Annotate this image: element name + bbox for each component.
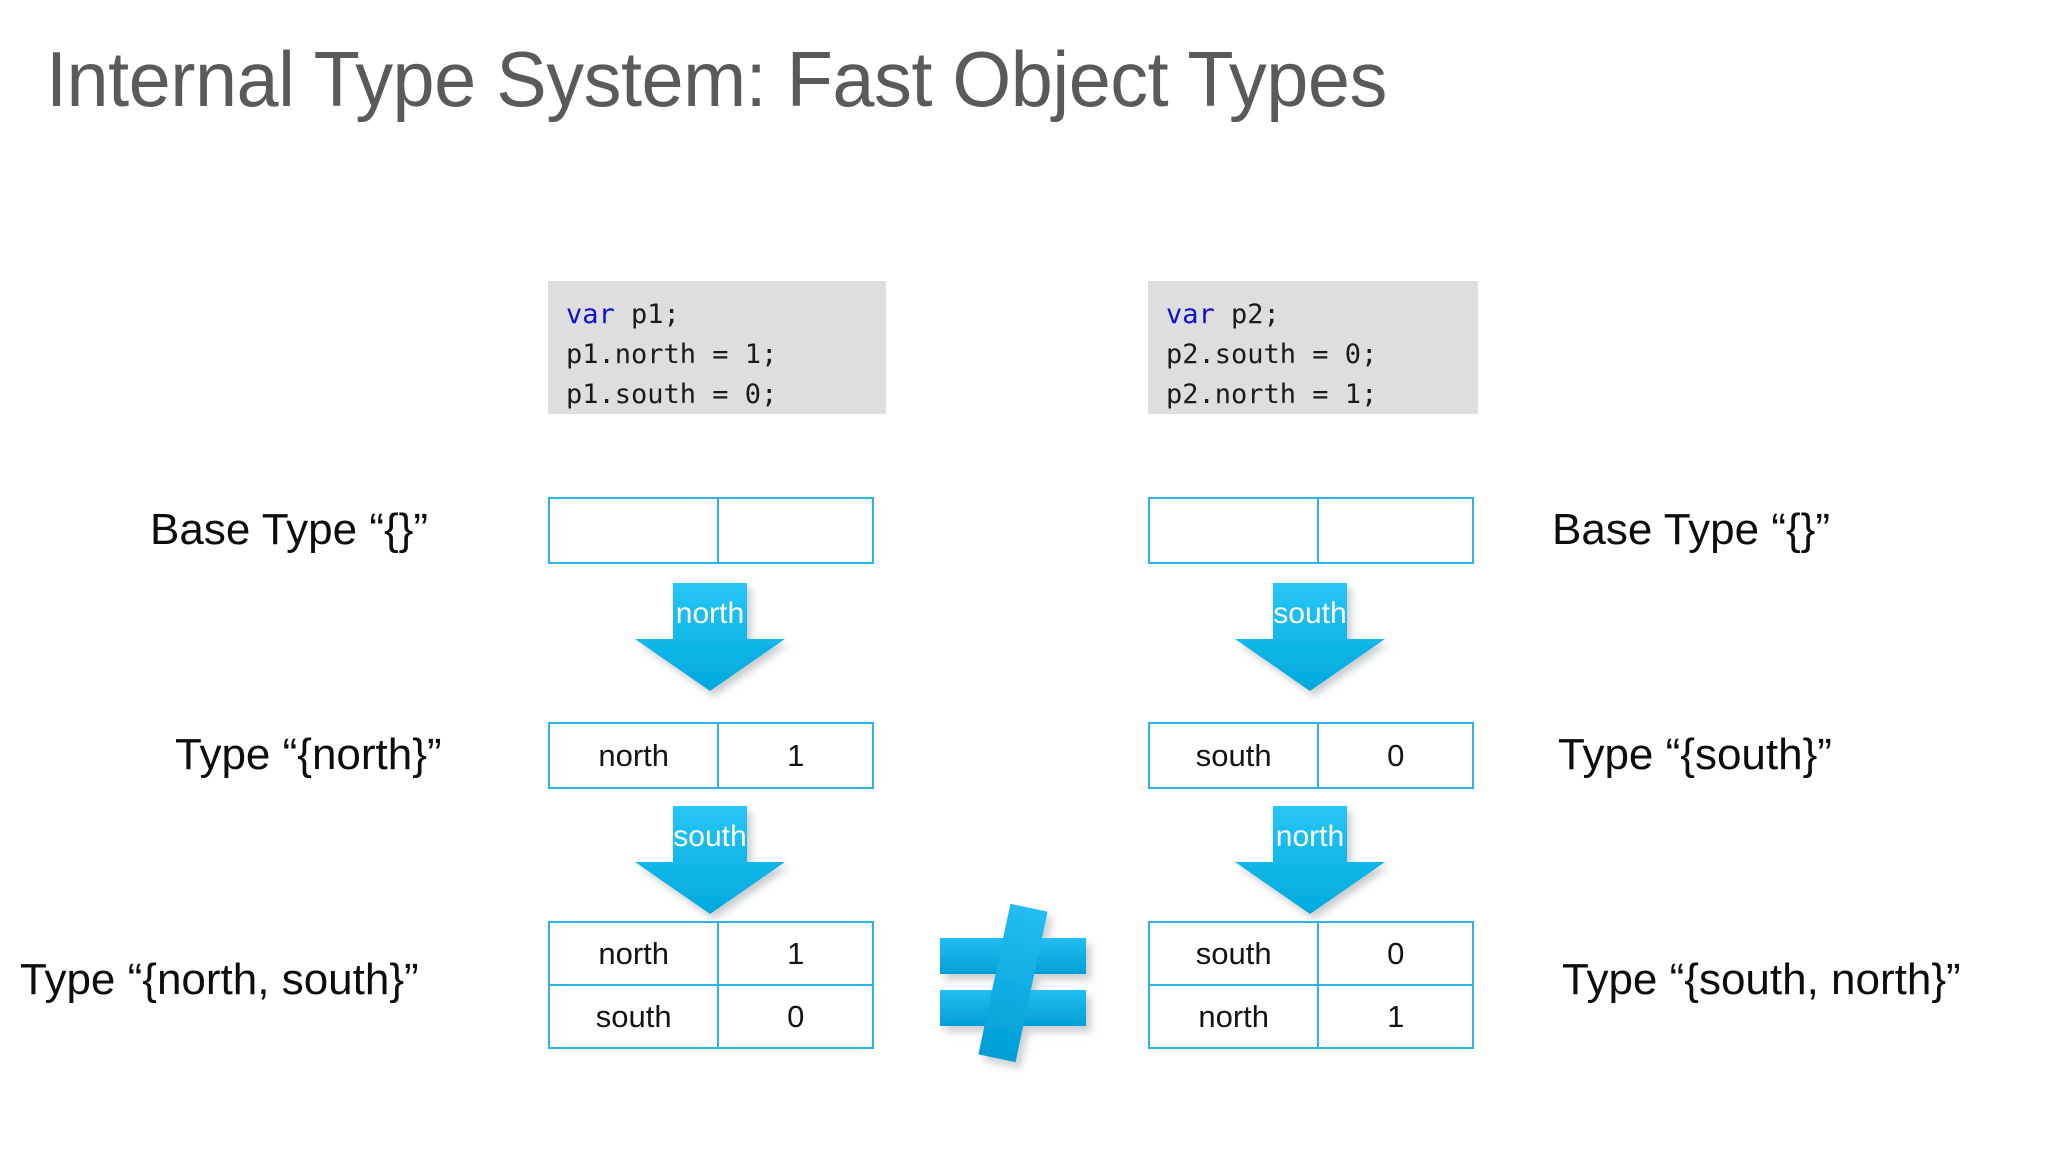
table-cell-key: south <box>1195 737 1272 773</box>
arrow-shape <box>1235 806 1385 914</box>
transition-arrow-right-south: south <box>1235 583 1385 691</box>
table-cell-value: 1 <box>717 923 872 984</box>
table-row: north 1 <box>550 923 872 984</box>
code-right-line1-rest: p2; <box>1214 299 1280 330</box>
object-table-left-one: north 1 <box>548 722 874 789</box>
table-cell-value: 1 <box>717 724 872 787</box>
code-block-right: var p2; p2.south = 0; p2.north = 1; <box>1148 281 1478 414</box>
transition-arrow-right-north: north <box>1235 806 1385 914</box>
code-left-line3: p1.south = 0; <box>566 379 778 410</box>
label-left-type-two: Type “{north, south}” <box>20 955 419 1004</box>
object-table-right-two: south 0 north 1 <box>1148 921 1474 1049</box>
arrow-shape <box>1235 583 1385 691</box>
label-left-type-one: Type “{north}” <box>175 730 442 779</box>
transition-arrow-left-south: south <box>635 806 785 914</box>
slash-bar <box>978 903 1048 1063</box>
code-right-line2: p2.south = 0; <box>1166 339 1378 370</box>
table-cell-value: 0 <box>1317 724 1472 787</box>
table-cell-key: north <box>598 935 670 971</box>
object-table-left-two: north 1 south 0 <box>548 921 874 1049</box>
object-table-right-base <box>1148 497 1474 564</box>
label-left-base-type: Base Type “{}” <box>150 505 429 554</box>
table-cell-key: north <box>598 737 670 773</box>
table-cell-value <box>717 499 872 562</box>
table-cell-key <box>550 499 717 562</box>
table-cell-value: 1 <box>1317 986 1472 1047</box>
transition-arrow-left-north: north <box>635 583 785 691</box>
not-equal-icon <box>928 898 1098 1068</box>
label-right-base-type: Base Type “{}” <box>1552 505 1831 554</box>
table-cell-key: south <box>595 998 672 1034</box>
table-cell-key: south <box>1195 935 1272 971</box>
label-right-type-one: Type “{south}” <box>1558 730 1832 779</box>
code-left-line2: p1.north = 1; <box>566 339 778 370</box>
table-cell-value: 0 <box>717 986 872 1047</box>
table-row <box>1150 499 1472 562</box>
code-right-line3: p2.north = 1; <box>1166 379 1378 410</box>
label-right-type-two: Type “{south, north}” <box>1562 955 1961 1004</box>
table-cell-value: 0 <box>1317 923 1472 984</box>
table-cell-key: north <box>1198 998 1270 1034</box>
arrow-shape <box>635 583 785 691</box>
table-cell-value <box>1317 499 1472 562</box>
table-row: north 1 <box>550 724 872 787</box>
table-row: south 0 <box>1150 923 1472 984</box>
object-table-right-one: south 0 <box>1148 722 1474 789</box>
table-row: north 1 <box>1150 984 1472 1047</box>
code-keyword-var: var <box>1166 299 1215 330</box>
table-row <box>550 499 872 562</box>
table-cell-key <box>1150 499 1317 562</box>
object-table-left-base <box>548 497 874 564</box>
code-keyword-var: var <box>566 299 615 330</box>
code-block-left: var p1; p1.north = 1; p1.south = 0; <box>548 281 886 414</box>
table-row: south 0 <box>550 984 872 1047</box>
table-row: south 0 <box>1150 724 1472 787</box>
page-title: Internal Type System: Fast Object Types <box>46 35 1387 123</box>
arrow-shape <box>635 806 785 914</box>
code-left-line1-rest: p1; <box>614 299 680 330</box>
